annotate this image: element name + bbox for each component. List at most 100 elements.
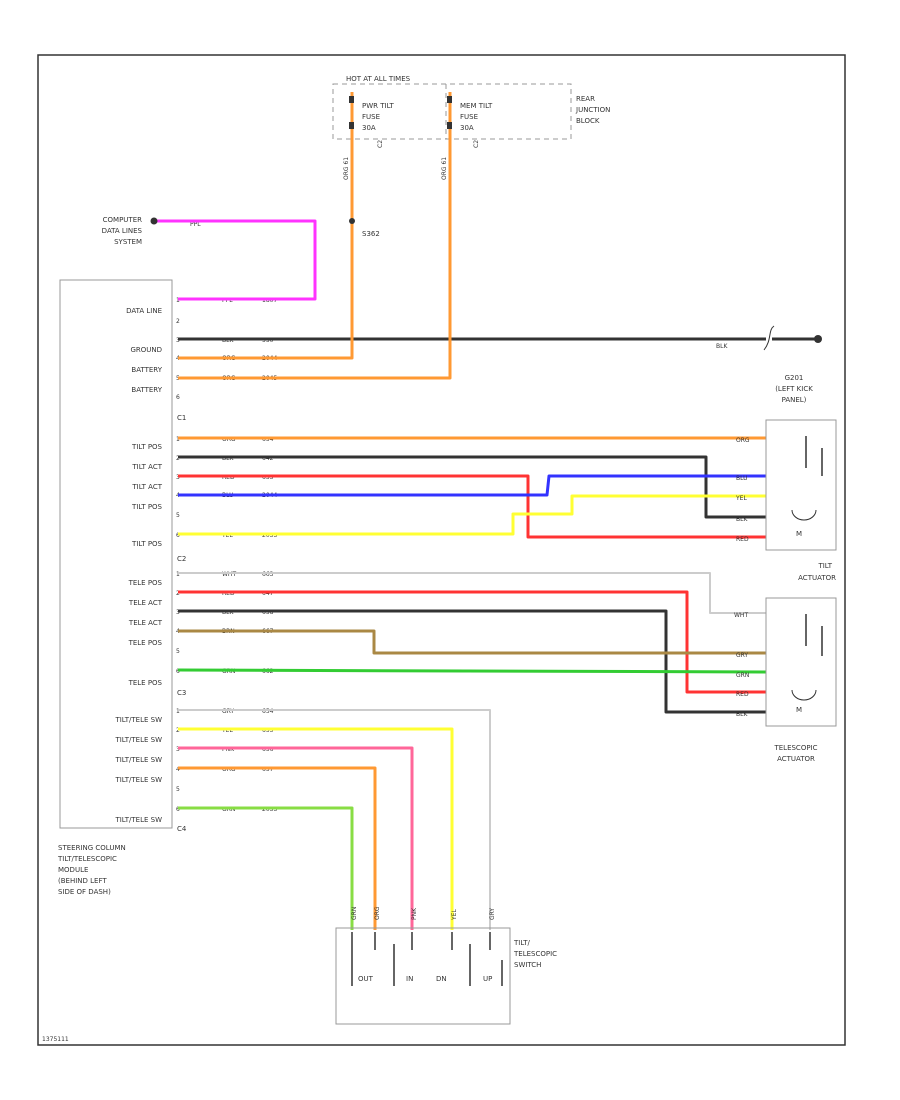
- tilt-actuator: M ORG BLU YEL BLK RED TILT ACTUATOR: [735, 419, 837, 582]
- pin-row-number: 5: [176, 512, 180, 519]
- pin-row-circuit: 654: [262, 708, 274, 715]
- pin-row-label: TELE POS: [128, 639, 163, 647]
- telescopic-actuator: M WHT GRY GRN RED BLK TELESCOPIC ACTUATO…: [734, 597, 837, 763]
- switch-pin-pnk: PNK: [411, 907, 418, 920]
- pin-row-label: TILT/TELE SW: [114, 756, 162, 764]
- tilt-motor-label: M: [796, 530, 802, 538]
- data-lines-label-1: COMPUTER: [103, 216, 142, 224]
- pin-row-label: TILT/TELE SW: [114, 716, 162, 724]
- wire-wht-tele-pos: [178, 572, 766, 614]
- switch-contacts: [351, 932, 503, 986]
- switch-pos-up: UP: [483, 975, 492, 983]
- wire-1-label: ORG 61: [343, 157, 350, 180]
- tele-actuator-label-1: TELESCOPIC: [773, 744, 817, 752]
- tilt-end-red: RED: [736, 536, 749, 543]
- junction-hot-label: HOT AT ALL TIMES: [346, 75, 411, 83]
- pin-row-label: TELE ACT: [128, 599, 163, 607]
- data-lines-ref: COMPUTER DATA LINES SYSTEM PPL: [102, 216, 202, 246]
- tilt-end-blk: BLK: [736, 516, 748, 523]
- switch-label-3: SWITCH: [514, 961, 541, 969]
- switch-pin-grn: GRN: [351, 907, 358, 920]
- fuse-2-line-3: 30A: [460, 124, 474, 132]
- tilt-end-yel: YEL: [735, 495, 747, 502]
- fuse-1-pin-label: C2: [377, 140, 384, 148]
- switch-pos-out: OUT: [358, 975, 374, 983]
- data-lines-label-2: DATA LINES: [102, 227, 143, 235]
- wire-yel-switch: [178, 727, 454, 930]
- tele-motor-label: M: [796, 706, 802, 714]
- pin-row-number: 6: [176, 394, 180, 401]
- wire-red-tilt-act: [178, 474, 766, 539]
- wires: [154, 92, 816, 930]
- wire-brn-tele-pos: [178, 629, 766, 655]
- pin-row-label: TILT POS: [131, 443, 163, 451]
- wire-blk-tilt-act: [178, 455, 766, 519]
- pin-row-color: GRY: [222, 708, 234, 715]
- pin-row-label: TILT POS: [131, 503, 163, 511]
- tele-motor-symbol: [791, 689, 817, 701]
- fuse-2-line-1: MEM TILT: [460, 102, 493, 110]
- tele-end-red: RED: [736, 691, 749, 698]
- ground-label-1: G201: [785, 374, 804, 382]
- wire-blk-tele-act: [178, 609, 766, 714]
- fuse-1-line-3: 30A: [362, 124, 376, 132]
- ground-wire-label: BLK: [716, 343, 728, 350]
- ground-break-symbol: [763, 325, 775, 351]
- wire-blu-tilt-pos: [178, 474, 766, 497]
- wire-gry-switch: [178, 709, 491, 930]
- tele-end-wht: WHT: [734, 612, 748, 619]
- tilt-end-blu: BLU: [736, 475, 748, 482]
- tele-actuator-label-2: ACTUATOR: [777, 755, 815, 763]
- wire-yel-tilt-pos: [178, 494, 766, 536]
- module-label-4: (BEHIND LEFT: [58, 877, 107, 885]
- wire-red-tele-act: [178, 590, 766, 694]
- pin-row-number: 1: [176, 708, 180, 715]
- fuse-2-terminal-a: [447, 96, 452, 103]
- tele-end-gry: GRY: [736, 652, 748, 659]
- tilt-actuator-box: [765, 419, 837, 551]
- wire-org-battery-1: [178, 92, 354, 360]
- pin-row-color: WHT: [222, 571, 236, 578]
- pin-row-label: BATTERY: [131, 386, 162, 394]
- tilt-end-org: ORG: [736, 437, 750, 444]
- switch-pin-gry: GRY: [489, 908, 496, 920]
- splice-s362: [349, 218, 355, 224]
- junction-block-label-1: REAR: [576, 95, 595, 103]
- tele-end-blk: BLK: [736, 711, 748, 718]
- pin-row-label: GROUND: [130, 346, 162, 354]
- connector-c2: C2: [177, 555, 186, 563]
- wire-ppl-data-line: [154, 219, 317, 301]
- module-label-3: MODULE: [58, 866, 88, 874]
- switch-pos-in: IN: [406, 975, 413, 983]
- fuse-2-terminal-b: [447, 122, 452, 129]
- pin-row-label: BATTERY: [131, 366, 162, 374]
- pin-row-label: TELE POS: [128, 679, 163, 687]
- module-label-1: STEERING COLUMN: [58, 844, 126, 852]
- connector-c3: C3: [177, 689, 186, 697]
- fuse-1-line-2: FUSE: [362, 113, 380, 121]
- fuse-1-terminal-b: [349, 122, 354, 129]
- ground-terminal: [814, 335, 822, 343]
- pin-row-label: TILT/TELE SW: [114, 816, 162, 824]
- switch-box: [335, 927, 511, 1025]
- connection-dots: [150, 96, 822, 343]
- switch-pin-yel: YEL: [451, 909, 458, 921]
- pin-row-label: TELE ACT: [128, 619, 163, 627]
- tele-end-grn: GRN: [736, 672, 749, 679]
- pin-row-label: DATA LINE: [126, 307, 162, 315]
- fuse-1-line-1: PWR TILT: [362, 102, 395, 110]
- pin-row-number: 2: [176, 318, 180, 325]
- module-label-2: TILT/TELESCOPIC: [57, 855, 117, 863]
- pin-row-number: 1: [176, 571, 180, 578]
- wire-pnk-switch: [178, 746, 414, 930]
- data-lines-terminal: [150, 217, 158, 225]
- switch-label-2: TELESCOPIC: [513, 950, 557, 958]
- wire-org-battery-2: [178, 92, 452, 380]
- data-lines-label-3: SYSTEM: [114, 238, 142, 246]
- pin-row-circuit: 663: [262, 571, 274, 578]
- junction-block-outline: [332, 83, 572, 140]
- rear-junction-block: HOT AT ALL TIMES PWR TILT FUSE 30A MEM T…: [332, 75, 610, 238]
- module-label-5: SIDE OF DASH): [58, 888, 111, 896]
- wire-grn-switch: [178, 806, 354, 930]
